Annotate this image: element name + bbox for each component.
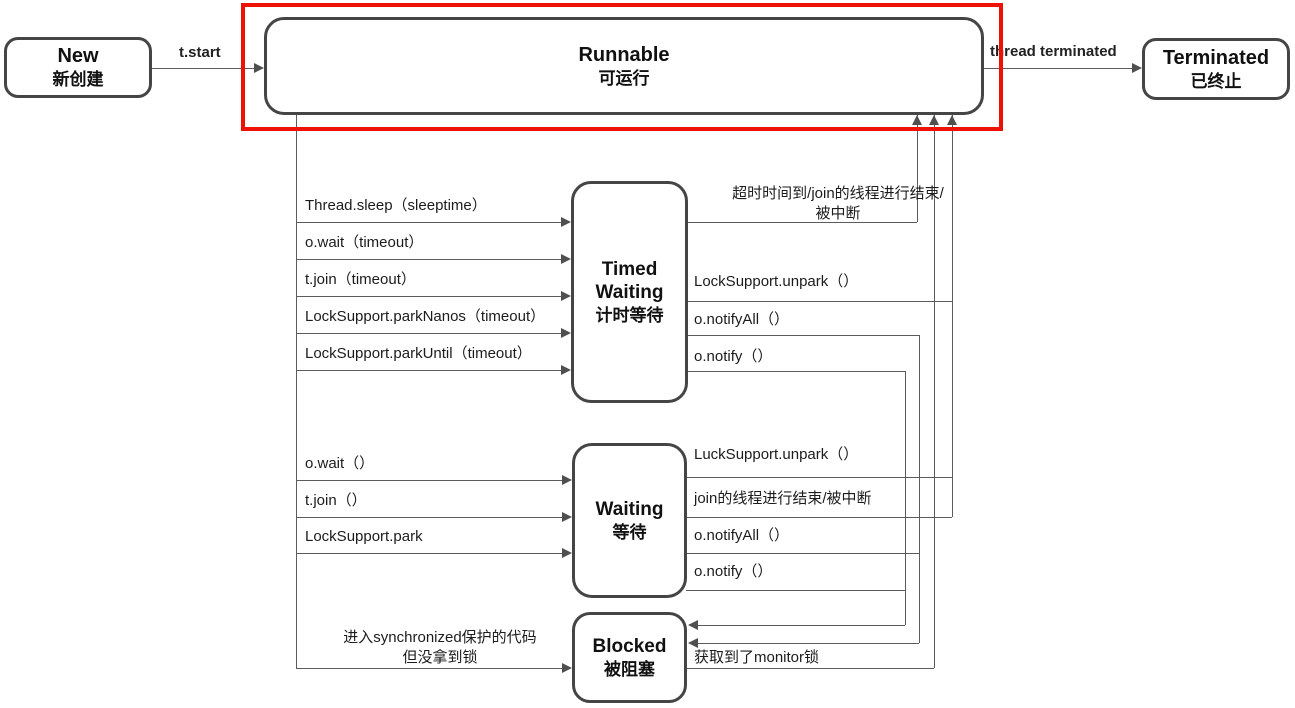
edge-line bbox=[694, 643, 919, 644]
arrowhead-right-icon bbox=[562, 512, 572, 522]
node-waiting-subtitle: 等待 bbox=[612, 522, 647, 542]
edge-label: Thread.sleep（sleeptime） bbox=[305, 197, 487, 214]
edge-label: o.notifyAll（） bbox=[694, 311, 790, 328]
edge-line bbox=[917, 115, 918, 222]
edge-line bbox=[687, 222, 917, 223]
edge-line bbox=[296, 259, 563, 260]
edge-label: LockSupport.unpark（） bbox=[694, 273, 859, 290]
node-blocked: Blocked 被阻塞 bbox=[572, 612, 687, 703]
edge-line bbox=[296, 370, 563, 371]
edge-label: t.join（timeout） bbox=[305, 271, 416, 288]
edge-line bbox=[686, 590, 905, 591]
edge-label: join的线程进行结束/被中断 bbox=[694, 490, 872, 507]
node-terminated-subtitle: 已终止 bbox=[1190, 71, 1242, 91]
edge-label: o.wait（timeout） bbox=[305, 234, 424, 251]
node-timed-waiting-title: Timed Waiting bbox=[595, 258, 664, 304]
edge-line bbox=[296, 480, 564, 481]
node-timed-waiting: Timed Waiting 计时等待 bbox=[571, 181, 688, 403]
edge-line bbox=[296, 517, 564, 518]
edge-line bbox=[686, 668, 934, 669]
edge-line bbox=[296, 222, 563, 223]
edge-label: o.notifyAll（） bbox=[694, 527, 790, 544]
edge-label-monitor-lock: 获取到了monitor锁 bbox=[694, 649, 820, 666]
node-waiting-title: Waiting bbox=[595, 499, 664, 520]
edge-line bbox=[296, 296, 563, 297]
edge-line bbox=[905, 371, 906, 625]
node-terminated: Terminated 已终止 bbox=[1142, 38, 1290, 100]
node-runnable-subtitle: 可运行 bbox=[598, 68, 650, 88]
node-waiting: Waiting 等待 bbox=[572, 443, 687, 598]
edge-label-timeout: 超时时间到/join的线程进行结束/ 被中断 bbox=[732, 185, 944, 222]
arrowhead-right-icon bbox=[561, 328, 571, 338]
edge-label: t.join（） bbox=[305, 492, 367, 509]
arrowhead-right-icon bbox=[562, 663, 572, 673]
edge-label: o.notify（） bbox=[694, 563, 773, 580]
edge-line bbox=[686, 477, 952, 478]
arrowhead-right-icon bbox=[1132, 63, 1142, 73]
arrowhead-right-icon bbox=[562, 548, 572, 558]
edge-line bbox=[694, 625, 905, 626]
edge-line bbox=[984, 68, 1132, 69]
node-blocked-subtitle: 被阻塞 bbox=[604, 659, 655, 679]
arrowhead-up-icon bbox=[912, 115, 922, 125]
edge-label: LuckSupport.unpark（） bbox=[694, 446, 859, 463]
edge-label-synchronized: 进入synchronized保护的代码 但没拿到锁 bbox=[343, 629, 537, 666]
node-new-subtitle: 新创建 bbox=[52, 70, 104, 90]
arrowhead-right-icon bbox=[561, 291, 571, 301]
arrowhead-left-icon bbox=[688, 620, 698, 630]
edge-label: LockSupport.park bbox=[305, 528, 423, 545]
arrowhead-right-icon bbox=[562, 475, 572, 485]
edge-line bbox=[152, 68, 256, 69]
edge-label-t-start: t.start bbox=[179, 44, 221, 61]
edge-line bbox=[296, 668, 564, 669]
edge-line bbox=[919, 335, 920, 643]
edge-label-thread-terminated: thread terminated bbox=[990, 43, 1117, 60]
edge-line bbox=[296, 115, 297, 668]
edge-line bbox=[686, 517, 952, 518]
node-new-title: New bbox=[57, 45, 99, 68]
node-blocked-title: Blocked bbox=[592, 636, 667, 657]
node-timed-waiting-subtitle: 计时等待 bbox=[595, 306, 664, 326]
edge-label: LockSupport.parkNanos（timeout） bbox=[305, 308, 546, 325]
arrowhead-right-icon bbox=[561, 254, 571, 264]
edge-line bbox=[952, 115, 953, 517]
edge-label: LockSupport.parkUntil（timeout） bbox=[305, 345, 532, 362]
arrowhead-right-icon bbox=[561, 217, 571, 227]
arrowhead-up-icon bbox=[947, 115, 957, 125]
node-runnable: Runnable 可运行 bbox=[264, 17, 984, 115]
edge-line bbox=[296, 553, 564, 554]
edge-line bbox=[687, 301, 952, 302]
arrowhead-left-icon bbox=[688, 638, 698, 648]
node-runnable-title: Runnable bbox=[578, 43, 670, 66]
node-new: New 新创建 bbox=[4, 37, 152, 98]
edge-line bbox=[296, 333, 563, 334]
edge-line bbox=[686, 553, 919, 554]
edge-label: o.notify（） bbox=[694, 348, 773, 365]
node-terminated-title: Terminated bbox=[1162, 46, 1270, 69]
edge-line bbox=[687, 371, 905, 372]
arrowhead-right-icon bbox=[254, 63, 264, 73]
edge-label: o.wait（） bbox=[305, 455, 375, 472]
edge-line bbox=[934, 115, 935, 668]
edge-line bbox=[687, 335, 919, 336]
arrowhead-up-icon bbox=[929, 115, 939, 125]
arrowhead-right-icon bbox=[561, 365, 571, 375]
